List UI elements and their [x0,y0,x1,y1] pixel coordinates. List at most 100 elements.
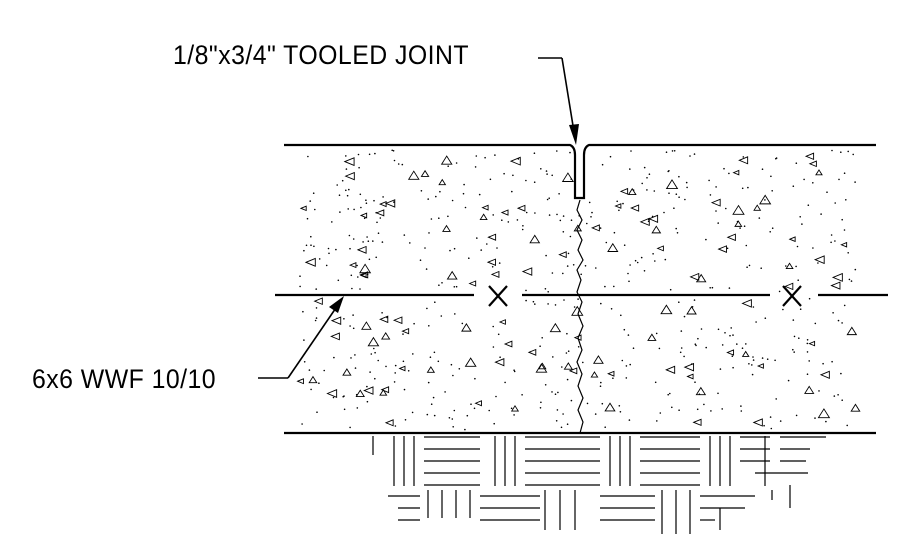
aggregate-dot [669,288,672,291]
aggregate-dot [453,409,456,412]
aggregate-dot [434,301,436,304]
aggregate-dot [594,413,597,415]
aggregate-dot [825,420,827,423]
aggregate-dot [440,315,443,317]
aggregate-dot [463,183,465,186]
aggregate-dot [675,193,678,195]
aggregate-dot [381,312,383,314]
aggregate-dot [814,417,816,419]
aggregate-dot [450,363,453,366]
aggregate-dot [622,202,624,205]
aggregate-dot [480,249,483,251]
aggregate-dot [837,394,839,396]
aggregate-triangle [486,258,496,266]
aggregate-dot [843,172,846,174]
aggregate-dot [668,170,670,172]
aggregate-dot [673,207,675,209]
aggregate-dot [769,416,772,418]
aggregate-dot [822,362,824,365]
aggregate-dot [640,256,643,259]
aggregate-dot [814,322,817,325]
aggregate-dot [675,227,677,230]
aggregate-dot [466,414,469,417]
aggregate-dot [521,228,524,231]
aggregate-dot [512,174,514,177]
aggregate-dot [341,179,344,182]
aggregate-dot [504,381,506,384]
aggregate-dot [778,290,781,293]
aggregate-dot [308,369,311,371]
aggregate-dot [453,247,456,250]
aggregate-dot [375,256,378,259]
aggregate-dot [352,327,355,330]
aggregate-triangle [592,355,604,364]
aggregate-dot [397,163,400,165]
aggregate-triangle [355,389,365,397]
aggregate-dot [745,244,748,247]
aggregate-triangle [784,282,794,291]
aggregate-dot [782,308,784,311]
aggregate-dot [426,413,429,416]
aggregate-dot [569,235,572,238]
aggregate-dot [349,247,351,250]
aggregate-dot [654,260,656,262]
aggregate-dot [546,198,549,201]
aggregate-triangle [686,305,697,315]
aggregate-dot [303,339,305,341]
aggregate-triangle [815,169,823,176]
aggregate-dot [678,196,680,198]
aggregate-triangle [407,170,420,180]
aggregate-dot [430,403,433,406]
aggregate-triangle [481,204,489,211]
aggregate-dot [327,247,330,250]
aggregate-dot [561,366,563,368]
aggregate-dot [655,332,658,335]
aggregate-dot [394,372,397,374]
aggregate-dot [348,188,350,191]
aggregate-dot [643,270,646,272]
aggregate-dot [590,216,592,218]
aggregate-dot [806,373,809,376]
aggregate-triangle [607,242,619,252]
aggregate-dot [705,346,707,349]
aggregate-dot [600,302,602,305]
aggregate-dot [427,381,430,384]
aggregate-dot [316,411,318,414]
aggregate-dot [366,385,368,388]
aggregate-dot [732,334,734,336]
aggregate-dot [352,238,355,240]
aggregate-dot [548,214,551,216]
aggregate-triangle [398,365,406,372]
aggregate-dot [673,150,676,152]
aggregate-dot [494,154,496,156]
aggregate-dot [402,333,404,335]
aggregate-dot [646,189,648,191]
aggregate-triangle [384,419,394,427]
aggregate-dot [659,412,662,414]
aggregate-dot [745,343,747,345]
aggregate-dot [492,325,495,328]
aggregate-dot [761,357,764,359]
aggregate-dot [840,151,842,153]
aggregate-dot [566,332,568,335]
aggregate-dot [577,298,579,300]
aggregate-triangle [813,255,825,265]
aggregate-triangle [363,386,374,395]
aggregate-triangle [753,204,762,211]
aggregate-dot [629,168,631,170]
aggregate-dot [630,150,632,152]
aggregate-dot [792,185,795,187]
aggregate-dot [495,395,497,398]
aggregate-dot [403,234,406,236]
aggregate-dot [847,150,849,153]
aggregate-dot [806,351,809,353]
aggregate-dot [680,347,683,349]
aggregate-dot [741,347,744,350]
aggregate-dot [562,413,564,415]
aggregate-dot [513,370,516,373]
aggregate-dot [437,360,440,363]
aggregate-triangle [461,323,472,332]
concrete-hatch-pattern [296,149,861,431]
aggregate-dot [641,182,643,185]
aggregate-dot [516,219,519,221]
